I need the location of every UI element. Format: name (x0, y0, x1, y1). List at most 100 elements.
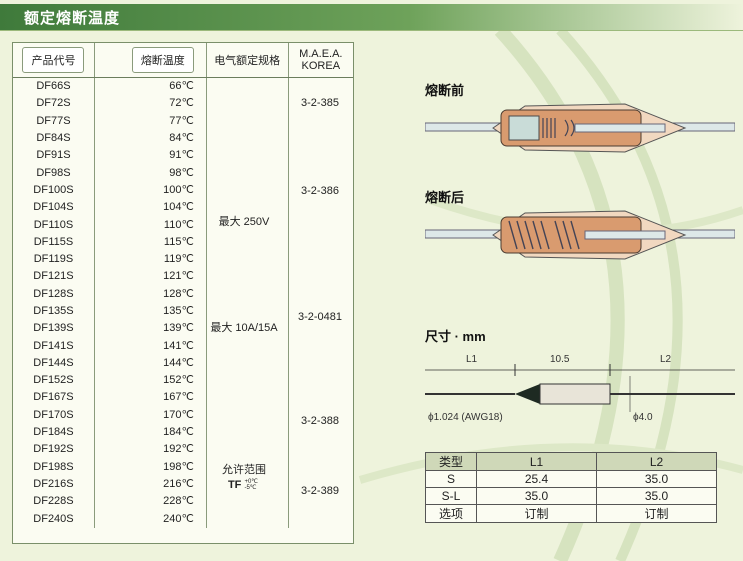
dim-mid-label: 10.5 (550, 354, 570, 365)
fuse-temperature: 184℃ (94, 423, 207, 442)
fuse-temperature: 84℃ (94, 129, 207, 148)
fuse-before-diagram (425, 103, 735, 153)
fuse-temperature: 141℃ (94, 337, 207, 355)
korea-code-3: 3-2-0481 (297, 311, 343, 323)
product-code: DF72S (13, 95, 95, 113)
product-code: DF66S (13, 77, 95, 96)
product-code: DF152S (13, 372, 95, 390)
dim-l1-label: L1 (466, 354, 478, 365)
fuse-temperature: 240℃ (94, 510, 207, 528)
korea-cell (288, 216, 353, 233)
rating-cell (206, 77, 289, 96)
rating-cell (206, 112, 289, 130)
rating-current: 最大 10A/15A (210, 322, 278, 334)
korea-cell (288, 78, 353, 96)
table-row: S-L 35.0 35.0 (425, 487, 717, 505)
fuse-temperature: 77℃ (94, 112, 207, 130)
product-code: DF167S (13, 389, 95, 407)
tolerance-symbol: TF +0℃-5℃ (227, 479, 259, 492)
product-code: DF184S (13, 423, 95, 442)
rating-cell (206, 493, 289, 511)
product-code: DF144S (13, 354, 95, 373)
rating-cell (206, 233, 289, 251)
product-code: DF77S (13, 112, 95, 130)
product-code: DF91S (13, 147, 95, 165)
product-code: DF228S (13, 493, 95, 511)
product-code: DF115S (13, 233, 95, 251)
fuse-temperature: 139℃ (94, 320, 207, 338)
rating-cell (206, 320, 289, 338)
product-code: DF139S (13, 320, 95, 338)
product-code: DF141S (13, 337, 95, 355)
fuse-temperature: 121℃ (94, 268, 207, 286)
korea-code-4: 3-2-388 (301, 415, 339, 427)
product-code: DF84S (13, 129, 95, 148)
product-code: DF100S (13, 181, 95, 200)
korea-cell (288, 268, 353, 285)
product-code: DF104S (13, 199, 95, 217)
dim-wire-label: ϕ1.024 (AWG18) (428, 412, 503, 423)
korea-cell (288, 147, 353, 164)
product-code: DF128S (13, 285, 95, 303)
dims-header-type: 类型 (425, 452, 477, 471)
dims-cell: 选项 (425, 504, 477, 523)
rating-cell (206, 302, 289, 321)
col-header-code: 产品代号 (13, 43, 95, 78)
fuse-temperature: 152℃ (94, 372, 207, 390)
after-label: 熔断后 (425, 190, 465, 205)
header-divider (0, 30, 743, 31)
fuse-temperature: 167℃ (94, 389, 207, 407)
fuse-after-diagram (425, 210, 735, 260)
korea-cell (288, 510, 353, 527)
dimension-table: 类型 L1 L2 S 25.4 35.0 S-L 35.0 35.0 选项 订制… (425, 452, 717, 523)
dims-cell: S-L (425, 487, 477, 505)
korea-cell (288, 113, 353, 130)
dims-cell: 订制 (596, 504, 717, 523)
rating-cell (206, 389, 289, 407)
rating-cell (206, 147, 289, 165)
korea-cell (288, 199, 353, 216)
product-code: DF98S (13, 164, 95, 182)
rating-voltage: 最大 250V (218, 216, 270, 228)
header-bar (0, 4, 743, 30)
rating-cell (206, 250, 289, 269)
product-code: DF216S (13, 475, 95, 494)
dims-cell: 25.4 (476, 470, 597, 488)
dims-cell: 订制 (476, 504, 597, 523)
rating-cell (206, 441, 289, 459)
rating-cell (206, 129, 289, 148)
dims-cell: 35.0 (596, 487, 717, 505)
korea-cell (288, 372, 353, 389)
dim-l2-label: L2 (660, 354, 672, 365)
korea-cell (288, 389, 353, 406)
dimension-diagram (425, 364, 735, 412)
rating-cell (206, 510, 289, 528)
dims-cell: 35.0 (476, 487, 597, 505)
table-row: S 25.4 35.0 (425, 470, 717, 488)
fuse-temperature: 119℃ (94, 250, 207, 269)
table-row: 选项 订制 订制 (425, 504, 717, 523)
product-code: DF240S (13, 510, 95, 528)
col-header-rating: 电气额定规格 (206, 43, 289, 78)
rating-cell (206, 199, 289, 217)
fuse-temperature: 110℃ (94, 216, 207, 234)
rating-cell (206, 354, 289, 373)
